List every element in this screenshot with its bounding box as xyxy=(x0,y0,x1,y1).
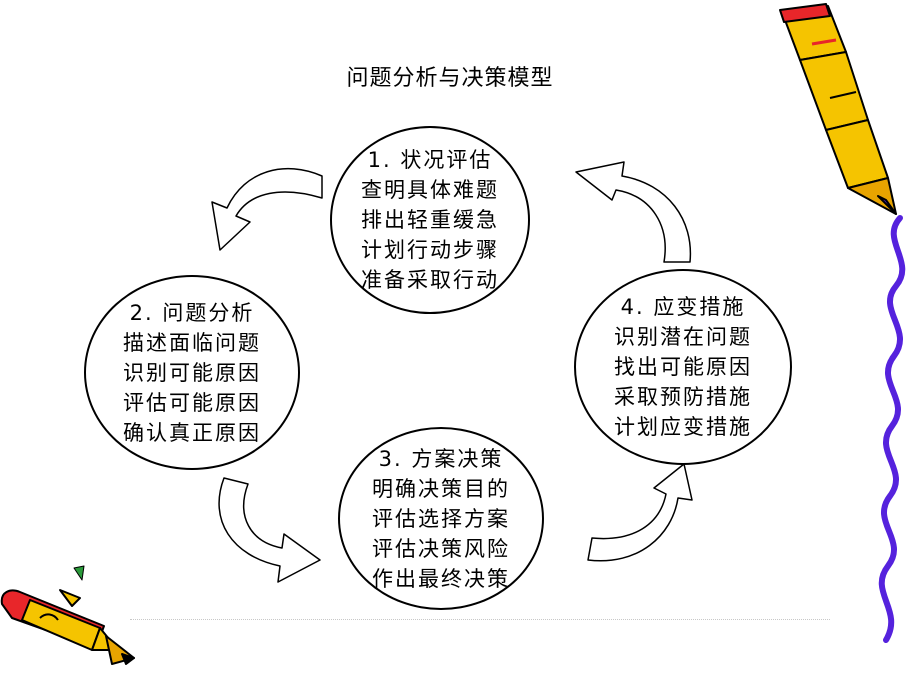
node-item: 准备采取行动 xyxy=(361,268,499,292)
node-item: 描述面临问题 xyxy=(123,330,261,355)
node-heading: 1. 状况评估 xyxy=(367,148,493,172)
node-item: 识别可能原因 xyxy=(123,360,261,385)
diagram-title: 问题分析与决策模型 xyxy=(346,66,554,91)
node-item: 计划行动步骤 xyxy=(361,238,499,262)
footer-divider xyxy=(130,619,830,620)
node-situation-assessment: 1. 状况评估 查明具体难题 排出轻重缓急 计划行动步骤 准备采取行动 xyxy=(330,126,530,314)
node-item: 评估可能原因 xyxy=(123,390,261,415)
curved-arrow-icon xyxy=(211,167,323,251)
squiggle-icon xyxy=(878,215,906,643)
node-item: 确认真正原因 xyxy=(123,420,261,445)
node-decision-making: 3. 方案决策 明确决策目的 评估选择方案 评估决策风险 作出最终决策 xyxy=(338,427,544,610)
node-heading: 2. 问题分析 xyxy=(129,300,255,325)
pencil-icon xyxy=(0,565,135,665)
node-item: 作出最终决策 xyxy=(372,566,510,591)
node-item: 识别潜在问题 xyxy=(614,325,752,349)
node-item: 明确决策目的 xyxy=(372,476,510,501)
node-item: 评估决策风险 xyxy=(372,536,510,561)
curved-arrow-icon xyxy=(218,477,321,583)
pencil-icon xyxy=(779,3,897,215)
node-heading: 4. 应变措施 xyxy=(620,295,746,319)
node-item: 排出轻重缓急 xyxy=(361,208,499,232)
node-item: 查明具体难题 xyxy=(361,178,499,202)
node-heading: 3. 方案决策 xyxy=(378,446,504,471)
curved-arrow-icon xyxy=(587,463,693,562)
node-item: 评估选择方案 xyxy=(372,506,510,531)
node-item: 找出可能原因 xyxy=(614,355,752,379)
node-item: 计划应变措施 xyxy=(614,415,752,439)
node-problem-analysis: 2. 问题分析 描述面临问题 识别可能原因 评估可能原因 确认真正原因 xyxy=(84,275,300,470)
curved-arrow-icon xyxy=(575,161,692,263)
node-item: 采取预防措施 xyxy=(614,385,752,409)
node-contingency-measures: 4. 应变措施 识别潜在问题 找出可能原因 采取预防措施 计划应变措施 xyxy=(574,269,792,465)
